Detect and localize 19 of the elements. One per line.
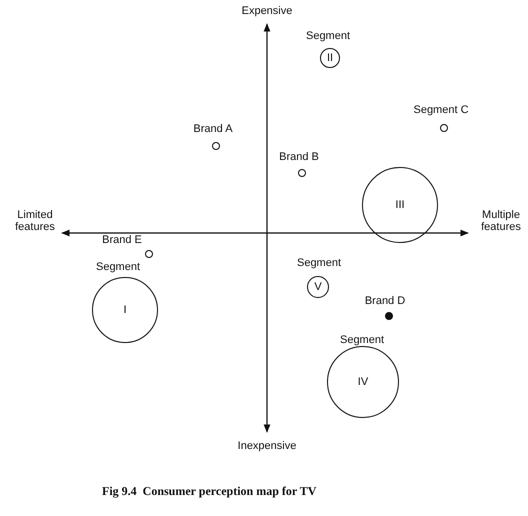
segment-label: Segment [96, 261, 140, 273]
segment-label: Segment [340, 334, 384, 346]
segment-circle: I [92, 277, 158, 343]
segment-circle: III [362, 167, 438, 243]
segment-circle: II [320, 48, 340, 68]
segment-label: Segment [306, 30, 350, 42]
axis-label: Expensive [240, 5, 294, 17]
point-label: Brand E [102, 234, 142, 246]
segment-label: Segment [296, 257, 342, 269]
point-label: Brand B [279, 151, 319, 163]
axis-label: Multiple features [480, 209, 522, 233]
point-label: Brand D [364, 295, 406, 307]
axis-label: Inexpensive [236, 440, 298, 452]
segment-circle: V [307, 276, 329, 298]
axis-label: Limited features [14, 209, 56, 233]
point-label: Segment C [413, 104, 469, 116]
segment-circle: IV [327, 346, 399, 418]
point-label: Brand A [193, 123, 233, 135]
figure-caption: Fig 9.4 Consumer perception map for TV [102, 484, 316, 499]
